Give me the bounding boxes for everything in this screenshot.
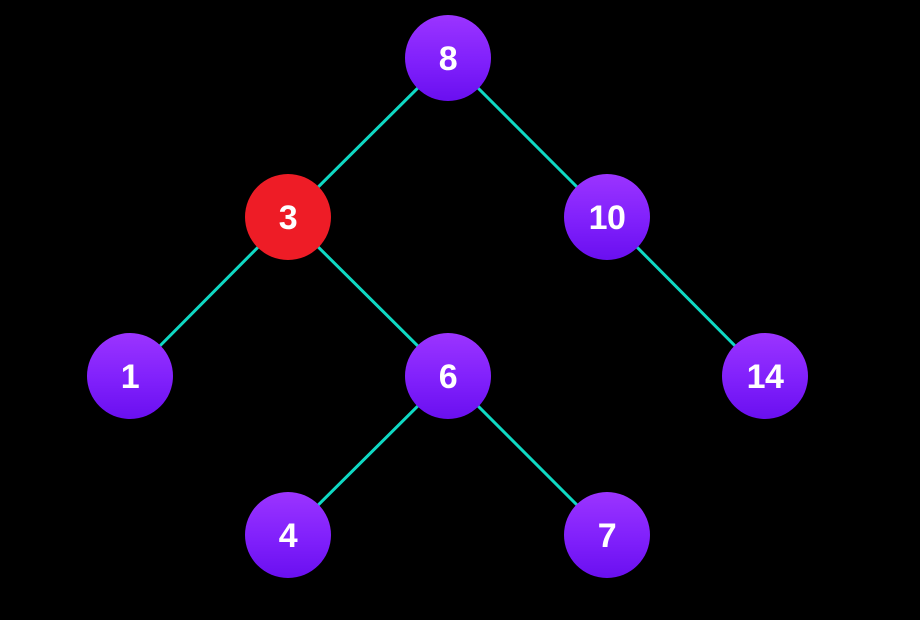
tree-node[interactable]: 3 bbox=[245, 174, 331, 260]
tree-node[interactable]: 14 bbox=[722, 333, 808, 419]
tree-node-label: 4 bbox=[279, 517, 298, 555]
tree-node-label: 8 bbox=[439, 40, 457, 78]
tree-node-circle-highlighted[interactable] bbox=[245, 174, 331, 260]
tree-node-label: 1 bbox=[121, 358, 139, 396]
tree-node[interactable]: 10 bbox=[564, 174, 650, 260]
tree-node[interactable]: 8 bbox=[405, 15, 491, 101]
tree-node-circle[interactable] bbox=[87, 333, 173, 419]
edge-layer bbox=[128, 56, 767, 537]
tree-node-label: 7 bbox=[598, 517, 616, 555]
tree-node-label: 14 bbox=[747, 358, 784, 396]
tree-node[interactable]: 1 bbox=[87, 333, 173, 419]
tree-node-circle[interactable] bbox=[564, 492, 650, 578]
tree-node-label: 10 bbox=[589, 199, 626, 237]
node-layer: 8 3 10 1 6 14 4 7 bbox=[87, 15, 808, 578]
tree-node[interactable]: 4 bbox=[245, 492, 331, 578]
tree-node[interactable]: 6 bbox=[405, 333, 491, 419]
tree-node[interactable]: 7 bbox=[564, 492, 650, 578]
tree-node-circle[interactable] bbox=[564, 174, 650, 260]
tree-node-circle[interactable] bbox=[245, 492, 331, 578]
tree-node-label: 3 bbox=[279, 199, 297, 237]
tree-node-circle[interactable] bbox=[405, 333, 491, 419]
tree-node-circle[interactable] bbox=[722, 333, 808, 419]
tree-node-label: 6 bbox=[439, 358, 457, 396]
tree-node-circle[interactable] bbox=[405, 15, 491, 101]
